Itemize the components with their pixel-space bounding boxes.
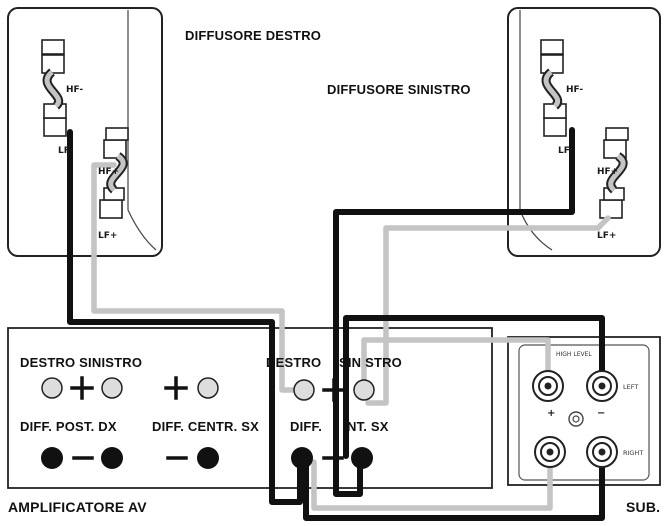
gray-cable-left-speaker-to-amp: [365, 215, 611, 406]
subwoofer-title: SUB.: [626, 499, 660, 515]
amp-terminals-front: [41, 377, 123, 469]
amp-rear-label-left: SIN STRO: [339, 355, 402, 370]
amp-rear-label-right: DESTRO: [266, 355, 321, 370]
speaker-right-cabinet: [7, 7, 163, 257]
amplifier-body: [7, 327, 493, 489]
sub-minus-label: −: [597, 408, 605, 419]
amp-front-label: DESTRO SINISTRO: [20, 355, 142, 370]
right-speaker-lfplus-terminal: [99, 187, 125, 219]
left-lf-plus-label: LF+: [597, 231, 616, 241]
gray-cable-right-speaker-to-amp: [91, 162, 307, 393]
amp-terminals-center: [197, 377, 219, 469]
right-speaker-title: DIFFUSORE DESTRO: [185, 28, 321, 43]
gray-cable-amp-to-sub-left-plus: [361, 337, 551, 389]
sub-jack-left-plus: [532, 370, 564, 402]
right-speaker-hf-terminal: [41, 39, 65, 74]
sub-plus-label: +: [547, 408, 555, 419]
amp-label-ant-sx: NT. SX: [347, 419, 389, 434]
speaker-left-cabinet: [507, 7, 661, 257]
amplifier-title: AMPLIFICATORE AV: [8, 499, 147, 515]
sub-jack-left-minus: [586, 370, 618, 402]
left-speaker-lfplus-terminal: [599, 187, 625, 219]
left-hf-minus-label: HF-: [566, 85, 583, 95]
black-cable-left-speaker-to-amp: [333, 127, 575, 497]
sub-high-level-label: HIGH LEVEL: [556, 351, 592, 358]
left-speaker-hf-terminal: [540, 39, 564, 74]
left-speaker-title: DIFFUSORE SINISTRO: [327, 82, 471, 97]
right-speaker-lf-terminal: [43, 103, 67, 137]
sub-ground-screw: [568, 411, 584, 427]
right-lf-plus-label: LF+: [98, 231, 117, 241]
left-hf-plus-label: HF+: [597, 167, 618, 177]
right-hf-plus-label: HF+: [98, 167, 119, 177]
sub-right-label: RIGHT: [623, 449, 643, 457]
sub-jack-right-minus: [586, 436, 618, 468]
black-cable-amp-to-sub-left-minus: [343, 315, 605, 459]
amp-label-centr-sx: DIFF. CENTR. SX: [152, 419, 259, 434]
right-speaker-hfplus-terminal: [103, 127, 129, 159]
gray-cable-amp-to-sub-right-plus: [311, 449, 553, 511]
amp-label-post-dx: DIFF. POST. DX: [20, 419, 117, 434]
right-lf-minus-label: LF-: [58, 146, 74, 156]
amp-terminals-rear: [291, 379, 375, 469]
black-cable-amp-to-sub-right-minus: [303, 449, 605, 521]
black-cable-right-speaker-to-amp: [67, 129, 303, 505]
amp-label-diff: DIFF.: [290, 419, 322, 434]
left-lf-minus-label: LF-: [558, 146, 574, 156]
right-hf-minus-label: HF-: [66, 85, 83, 95]
sub-left-label: LEFT: [623, 383, 638, 391]
amp-polarity-symbols: [70, 376, 346, 460]
left-speaker-hfplus-terminal: [603, 127, 629, 159]
sub-jack-right-plus: [534, 436, 566, 468]
left-speaker-lf-terminal: [543, 103, 567, 137]
